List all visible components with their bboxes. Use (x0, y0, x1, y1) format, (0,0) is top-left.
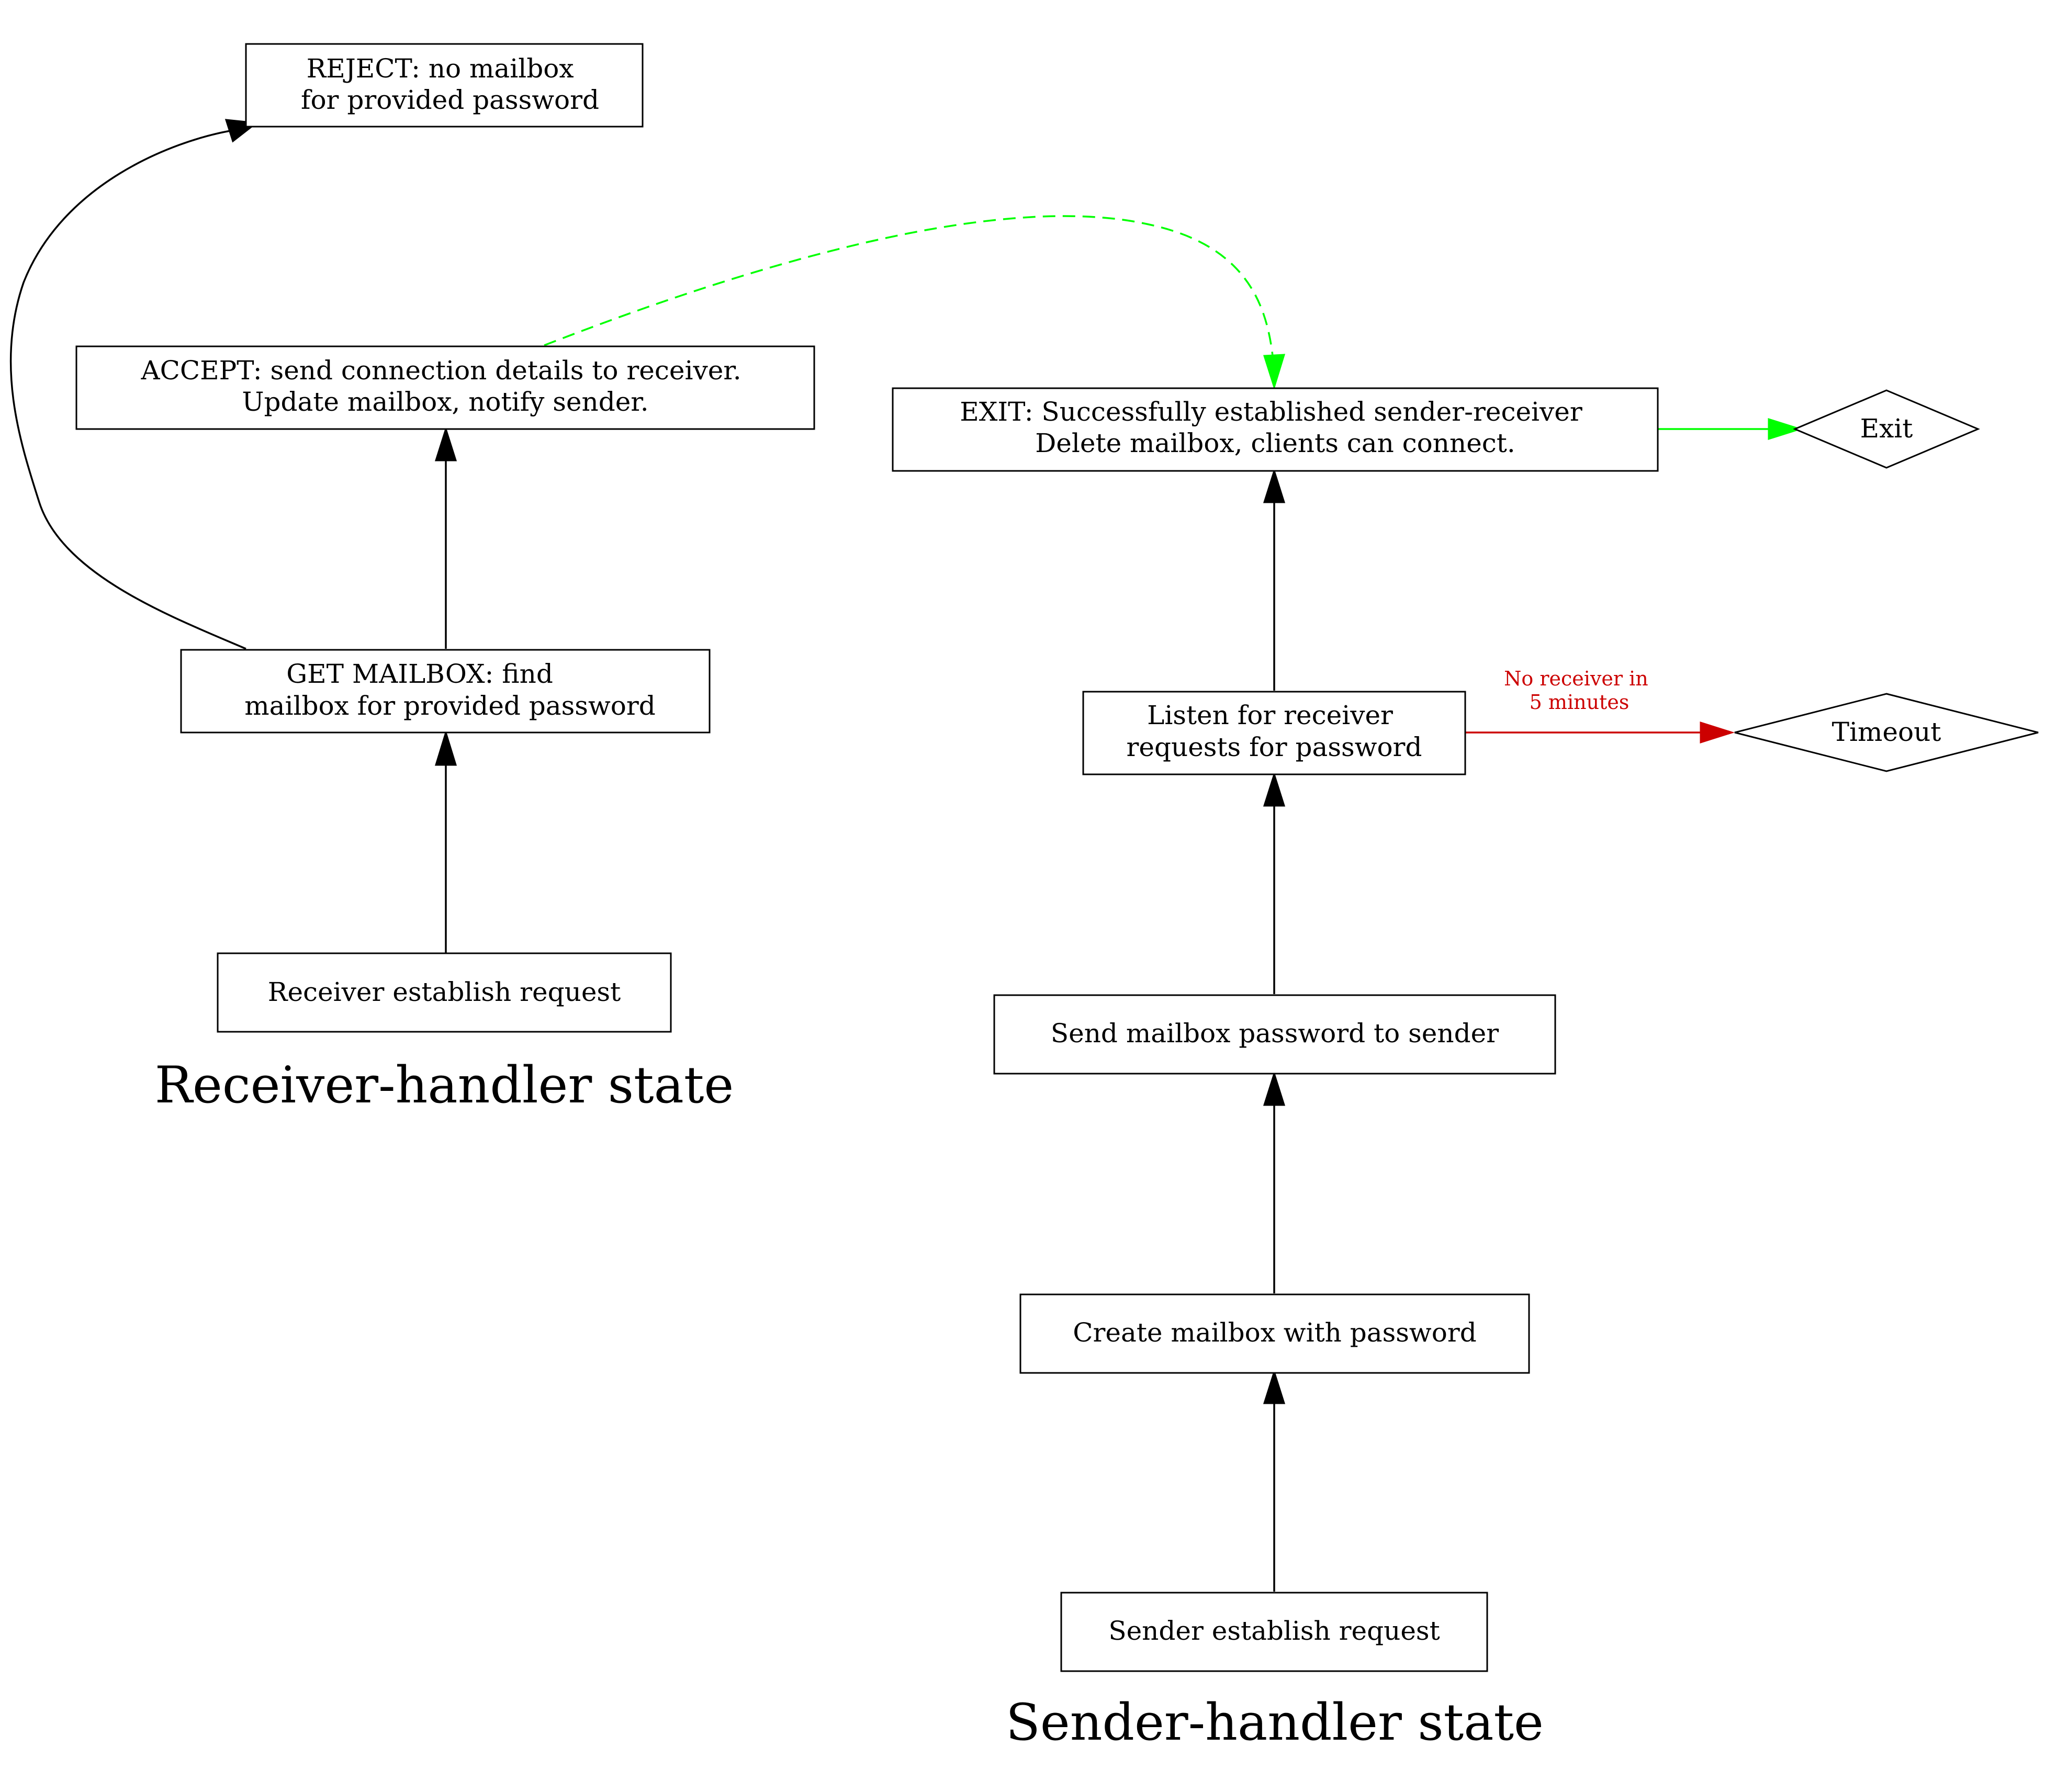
node-timeout: Timeout (1734, 693, 2039, 772)
edges: No receiver in 5 minutes (9, 119, 1803, 1592)
sender-cluster: EXIT: Successfully established sender-re… (892, 387, 2039, 1752)
svg-text:Listen for receiver re: Listen for receiver requests for passwor… (1127, 700, 1422, 762)
svg-text:Exit: Exit (1860, 413, 1913, 444)
arrowhead (434, 426, 457, 461)
svg-text:ACCEPT: send connection detail: ACCEPT: send connection details to recei… (140, 355, 749, 417)
svg-text:EXIT: Successfully established: EXIT: Successfully established sender-re… (960, 397, 1590, 458)
svg-text:REJECT: no mailbox for: REJECT: no mailbox for provided password (301, 53, 599, 115)
node-exit-state: EXIT: Successfully established sender-re… (892, 387, 1659, 472)
arrowhead (434, 729, 457, 766)
node-create-mailbox: Create mailbox with password (1019, 1293, 1530, 1374)
arrowhead (1263, 772, 1286, 807)
node-exit: Exit (1793, 389, 1980, 469)
node-reject: REJECT: no mailbox for provided password (245, 43, 644, 128)
svg-text:Receiver establish request: Receiver establish request (268, 977, 621, 1007)
node-sender-request: Sender establish request (1060, 1592, 1488, 1672)
svg-text:GET MAILBOX: find mail: GET MAILBOX: find mailbox for provided p… (244, 659, 656, 721)
arrowhead (1263, 468, 1286, 503)
edge-accept-to-exit-state (544, 215, 1274, 356)
node-get-mailbox: GET MAILBOX: find mailbox for provided p… (180, 649, 711, 734)
svg-text:Timeout: Timeout (1832, 717, 1941, 747)
svg-text:Sender establish request: Sender establish request (1108, 1616, 1440, 1646)
receiver-cluster-label: Receiver-handler state (155, 1056, 734, 1114)
arrowhead (1263, 1071, 1286, 1106)
node-send-password: Send mailbox password to sender (993, 994, 1556, 1075)
receiver-cluster: REJECT: no mailbox for provided password… (75, 43, 815, 1114)
sender-cluster-label: Sender-handler state (1006, 1693, 1544, 1752)
node-receiver-request: Receiver establish request (217, 952, 672, 1033)
node-accept: ACCEPT: send connection details to recei… (75, 345, 815, 430)
svg-text:Create mailbox with password: Create mailbox with password (1073, 1317, 1476, 1348)
arrowhead (1768, 418, 1803, 441)
arrowhead (1700, 721, 1735, 744)
arrowhead (1263, 354, 1286, 390)
edge-get-mailbox-to-reject (9, 130, 246, 650)
arrowhead (1263, 1369, 1286, 1404)
node-listen: Listen for receiver requests for passwor… (1082, 691, 1466, 775)
svg-text:Send mailbox password to sende: Send mailbox password to sender (1051, 1018, 1499, 1049)
timeout-edge-label: No receiver in 5 minutes (1504, 667, 1655, 714)
